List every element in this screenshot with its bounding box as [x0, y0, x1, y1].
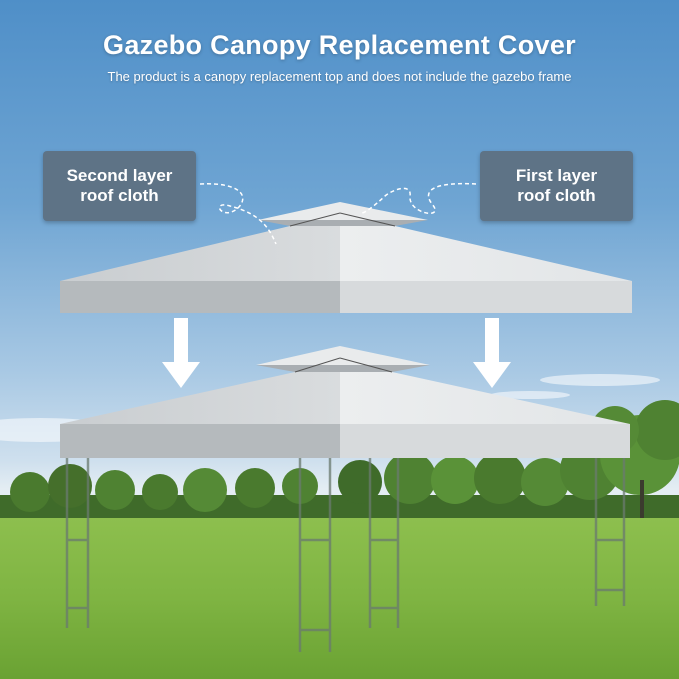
second-layer-line2: roof cloth: [80, 186, 159, 205]
second-layer-callout: Second layer roof cloth: [43, 151, 196, 221]
canopy-bottom: [60, 346, 630, 458]
page-title: Gazebo Canopy Replacement Cover: [103, 30, 576, 60]
first-layer-line2: roof cloth: [517, 186, 596, 205]
page-subtitle: The product is a canopy replacement top …: [107, 69, 572, 84]
connector-right: [359, 182, 477, 215]
first-layer-line1: First layer: [515, 166, 598, 185]
canopy-top: [60, 202, 632, 313]
arrow-down-right-icon: [473, 318, 511, 388]
first-layer-callout: First layer roof cloth: [480, 151, 633, 221]
lawn: [0, 518, 679, 679]
connector-left: [199, 183, 277, 245]
second-layer-line1: Second layer: [66, 166, 173, 185]
gazebo-frame: [65, 458, 626, 652]
arrow-down-left-icon: [162, 318, 200, 388]
